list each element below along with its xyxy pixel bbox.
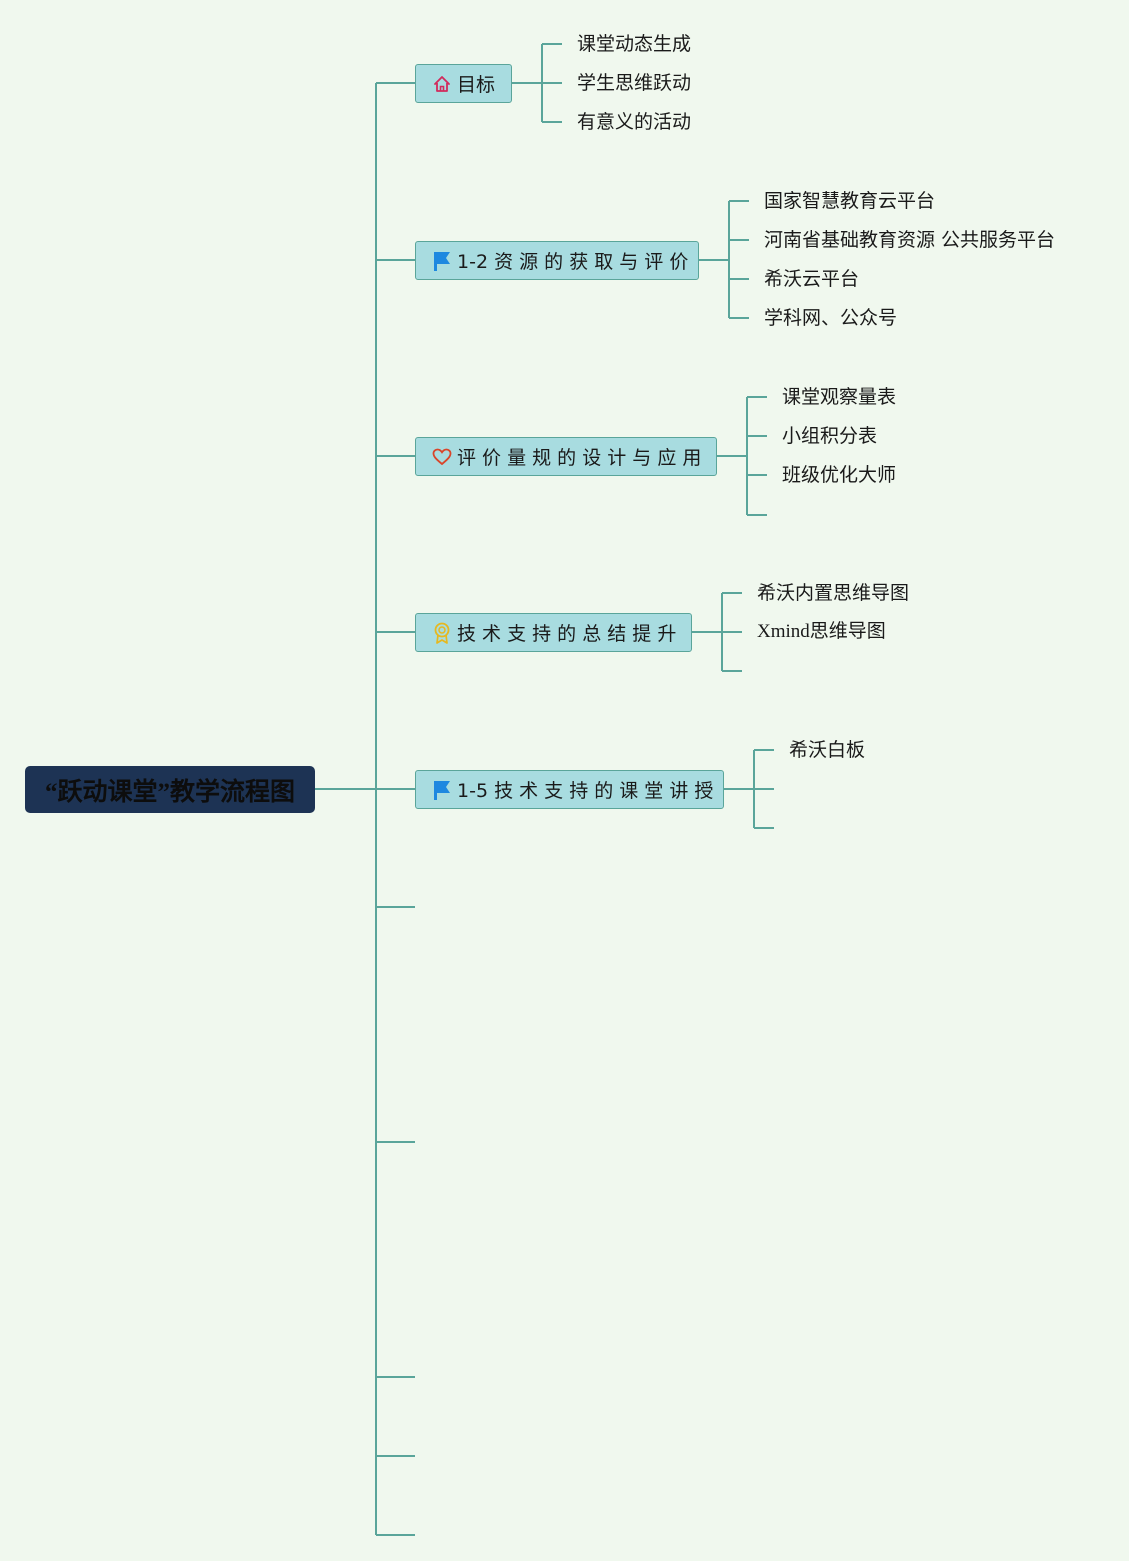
- branch-topic-label: 1-2 资 源 的 获 取 与 评 价: [457, 251, 689, 273]
- subtopic[interactable]: 希沃云平台: [764, 268, 860, 290]
- branch-topic-label: 目标: [457, 74, 496, 96]
- subtopic[interactable]: 课堂观察量表: [782, 386, 897, 408]
- subtopic[interactable]: Xmind思维导图: [757, 621, 886, 642]
- root-topic-label: “跃动课堂”教学流程图: [44, 778, 295, 806]
- subtopic[interactable]: 课堂动态生成: [577, 33, 692, 55]
- flag-icon: [432, 779, 452, 801]
- branch-topic-evaluation-rubric[interactable]: 评 价 量 规 的 设 计 与 应 用: [415, 437, 717, 476]
- house-icon: [432, 73, 452, 95]
- award-icon: [432, 622, 452, 644]
- subtopic[interactable]: 小组积分表: [782, 425, 878, 447]
- root-topic[interactable]: “跃动课堂”教学流程图: [25, 766, 315, 813]
- branch-topic-label: 评 价 量 规 的 设 计 与 应 用: [457, 447, 702, 469]
- branch-topic-resources[interactable]: 1-2 资 源 的 获 取 与 评 价: [415, 241, 699, 280]
- branch-topic-tech-summary[interactable]: 技 术 支 持 的 总 结 提 升: [415, 613, 692, 652]
- subtopic[interactable]: 希沃白板: [789, 739, 866, 761]
- subtopic[interactable]: 国家智慧教育云平台: [764, 190, 936, 212]
- subtopic[interactable]: 河南省基础教育资源 公共服务平台: [764, 229, 1056, 251]
- subtopic[interactable]: 有意义的活动: [577, 111, 692, 133]
- branch-topic-label: 1-5 技 术 支 持 的 课 堂 讲 授: [457, 780, 714, 802]
- branch-topic-label: 技 术 支 持 的 总 结 提 升: [457, 623, 677, 645]
- heart-icon: [432, 446, 452, 468]
- subtopic[interactable]: 班级优化大师: [782, 464, 897, 486]
- branch-topic-tech-lecture[interactable]: 1-5 技 术 支 持 的 课 堂 讲 授: [415, 770, 724, 809]
- flag-icon: [432, 250, 452, 272]
- subtopic[interactable]: 学生思维跃动: [577, 72, 692, 94]
- subtopic[interactable]: 希沃内置思维导图: [757, 582, 910, 604]
- subtopic[interactable]: 学科网、公众号: [764, 307, 898, 329]
- branch-topic-goal[interactable]: 目标: [415, 64, 512, 103]
